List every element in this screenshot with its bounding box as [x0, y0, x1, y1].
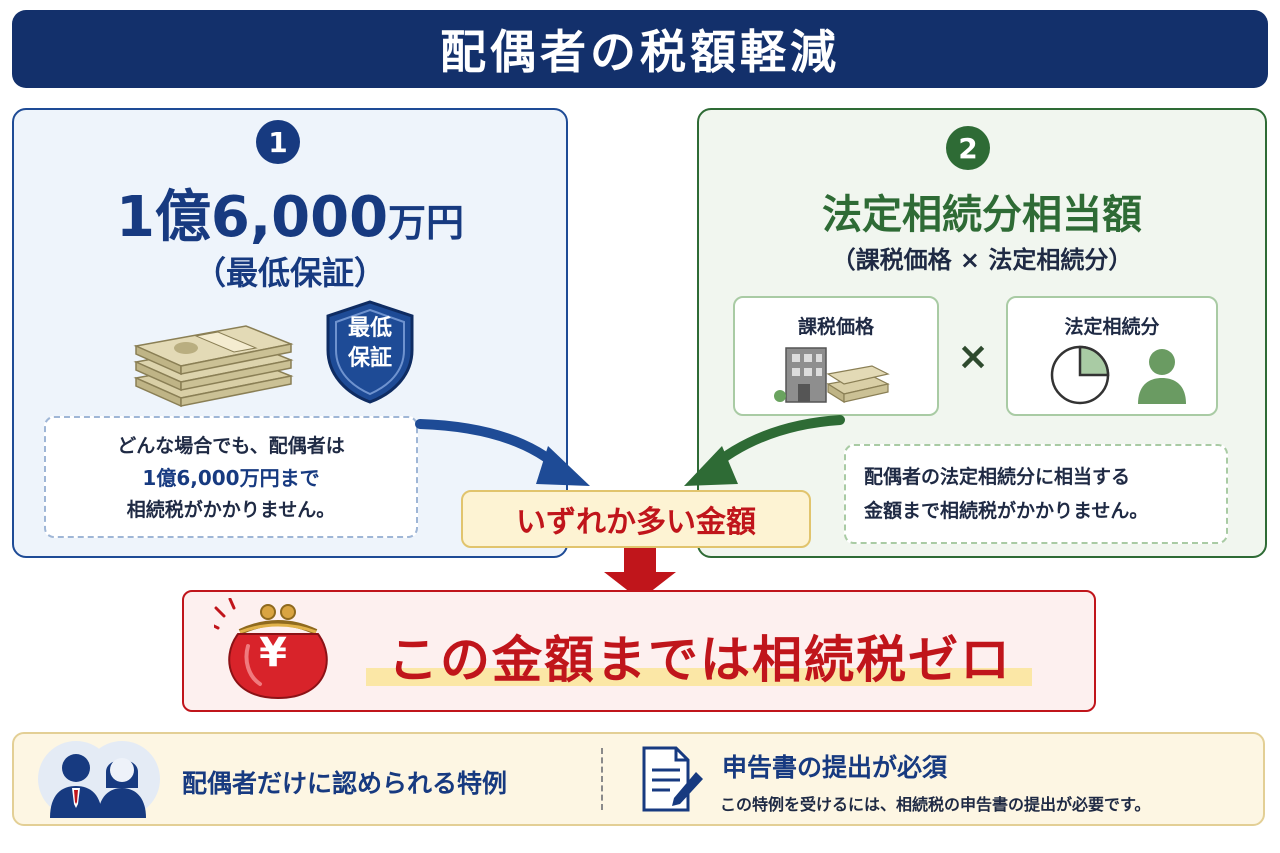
option1-number-badge: 1	[256, 120, 300, 164]
requirement-note: この特例を受けるには、相続税の申告書の提出が必要です。	[720, 795, 1151, 814]
pie-chart-icon	[1050, 345, 1110, 405]
shield-label: 最低 保証	[320, 314, 420, 374]
requirement-title: 申告書の提出が必須	[722, 753, 948, 782]
spouse-only-label: 配偶者だけに認められる特例	[182, 769, 508, 798]
money-stack-icon	[133, 325, 294, 408]
option2-note: 配偶者の法定相続分に相当する 金額まで相続税がかかりません。	[844, 444, 1228, 544]
result-text: この金額までは相続税ゼロ	[388, 631, 1012, 689]
shield-label-line2: 保証	[347, 346, 392, 371]
shield-label-line1: 最低	[347, 316, 392, 341]
multiply-sign: ×	[957, 334, 989, 378]
taxable-value-box	[733, 296, 939, 416]
building-icon	[774, 347, 890, 404]
option1-note-line3: 相続税がかかりません。	[126, 499, 336, 521]
title-bar: 配偶者の税額軽減	[12, 10, 1268, 88]
option2-number-badge: 2	[946, 126, 990, 170]
higher-amount-label: いずれか多い金額	[461, 490, 811, 548]
person-icon	[1138, 349, 1186, 404]
couple-icon	[38, 741, 160, 818]
purse-icon	[214, 598, 328, 700]
footer-divider	[601, 748, 603, 810]
footer-banner	[12, 732, 1265, 826]
option1-amount: 1億6,000万円	[12, 172, 568, 253]
option1-note-line1: どんな場合でも、配偶者は	[117, 435, 345, 457]
option2-note-line2: 金額まで相続税がかかりません。	[864, 500, 1149, 522]
option1-amount-main: 1億6,000	[115, 185, 389, 250]
down-arrow-shaft	[624, 548, 656, 574]
option1-note-line2: 1億6,000万円まで	[142, 466, 320, 490]
option1-note: どんな場合でも、配偶者は 1億6,000万円まで 相続税がかかりません。	[44, 416, 418, 538]
yen-symbol: ¥	[259, 630, 287, 676]
taxable-value-label: 課税価格	[797, 316, 874, 338]
result-box	[182, 590, 1096, 712]
shield-icon	[326, 300, 414, 404]
option1-subtitle: （最低保証）	[193, 254, 386, 292]
option1-amount-unit: 万円	[388, 201, 465, 245]
option2-note-line1: 配偶者の法定相続分に相当する	[864, 466, 1131, 488]
page-title: 配偶者の税額軽減	[440, 25, 840, 79]
document-pen-icon	[642, 746, 703, 812]
option2-subtitle: （課税価格 × 法定相続分）	[831, 246, 1133, 274]
legal-share-label: 法定相続分	[1064, 316, 1160, 338]
option2-title: 法定相続分相当額	[822, 192, 1142, 238]
result-highlight	[366, 668, 1032, 686]
